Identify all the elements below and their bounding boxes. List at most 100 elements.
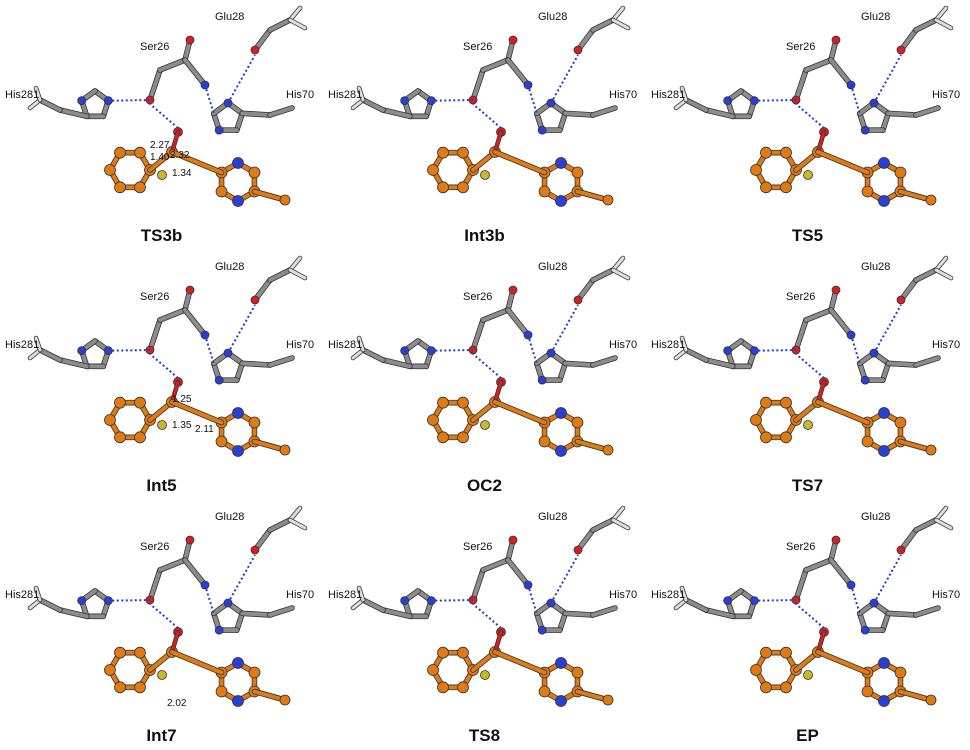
his281-label: His281	[651, 89, 685, 101]
hbond-line	[149, 353, 179, 379]
pyrimidine-atom	[555, 407, 567, 419]
glu28-h	[288, 518, 307, 530]
methyl-carbon	[279, 194, 291, 206]
methyl-carbon	[602, 194, 614, 206]
molecule-group	[350, 255, 631, 457]
glu28-label: Glu28	[538, 11, 567, 23]
ser26-carbonyl-oxygen	[185, 285, 195, 295]
phenyl-carbon	[134, 431, 146, 444]
ser26-label: Ser26	[786, 41, 815, 53]
his281-nitrogen	[749, 96, 759, 106]
glu28-label: Glu28	[215, 11, 244, 23]
molecule-group	[27, 255, 308, 457]
his70-nitrogen	[537, 625, 547, 635]
his281-chain	[38, 348, 62, 362]
ser26-bond	[481, 58, 510, 72]
phenyl-carbon	[750, 164, 762, 176]
glu28-bond	[914, 18, 938, 32]
hbond-line	[850, 584, 861, 614]
his281-chain	[704, 608, 735, 619]
hbond-line	[227, 304, 256, 354]
pyrimidine-atom	[232, 407, 244, 419]
distance-label: 1.25	[172, 394, 192, 405]
hbond-line	[112, 599, 151, 602]
his70-chain	[914, 106, 940, 117]
ser26-bond	[183, 308, 207, 337]
pyrimidine-atom	[248, 666, 261, 679]
hbond-line	[873, 54, 902, 104]
his70-label: His70	[932, 339, 960, 351]
ligand-co-bond	[816, 130, 826, 154]
glu28-bond	[268, 268, 292, 282]
his70-label: His70	[609, 89, 637, 101]
his70-nitrogen	[537, 375, 547, 385]
his70-chain	[886, 611, 918, 617]
glu28-h	[934, 256, 948, 272]
phenyl-carbon	[134, 646, 146, 659]
his281-chain	[704, 358, 735, 369]
his70-chain	[886, 361, 918, 367]
ligand-bridge	[493, 150, 547, 175]
hbond-line	[550, 554, 579, 604]
ligand-bridge	[493, 400, 547, 425]
panel-title: TS3b	[140, 226, 183, 245]
distance-label: 2.32	[170, 150, 190, 161]
his70-bond	[234, 111, 245, 133]
phenyl-carbon	[437, 396, 449, 409]
pyrimidine-atom	[894, 166, 907, 179]
ligand-bridge	[816, 150, 870, 175]
methyl-carbon	[602, 694, 614, 706]
methyl-carbon	[925, 194, 937, 206]
his281-chain	[361, 348, 385, 362]
his281-chain	[684, 348, 708, 362]
his281-h	[680, 86, 688, 102]
phenyl-carbon	[437, 431, 449, 444]
his70-bond	[234, 611, 245, 633]
hbond-line	[758, 599, 797, 602]
his281-label: His281	[5, 89, 39, 101]
ser26-bond	[506, 58, 530, 87]
phenyl-carbon	[780, 396, 792, 409]
ser26-label: Ser26	[140, 41, 169, 53]
his281-nitrogen	[723, 596, 733, 606]
phenyl-carbon	[457, 646, 469, 659]
glu28-label: Glu28	[215, 261, 244, 273]
glu28-bond	[268, 518, 292, 532]
hbond-line	[472, 353, 502, 379]
phenyl-carbon	[760, 681, 772, 694]
ser26-label: Ser26	[786, 541, 815, 553]
phenyl-carbon	[457, 181, 469, 194]
phenyl-carbon	[134, 396, 146, 409]
phenyl-carbon	[780, 146, 792, 159]
glu28-oxygen	[250, 545, 260, 555]
his70-chain	[240, 611, 272, 617]
ser26-label: Ser26	[463, 541, 492, 553]
phenyl-carbon	[750, 664, 762, 676]
glu28-h	[934, 518, 953, 530]
his70-label: His70	[609, 589, 637, 601]
distance-label: 2.02	[167, 698, 187, 709]
phenyl-carbon	[104, 414, 116, 426]
his281-h	[34, 336, 42, 352]
thiazolium-sulfur	[157, 670, 167, 680]
ser26-bond	[481, 558, 510, 572]
ser26-carbonyl-oxygen	[185, 35, 195, 45]
ser26-bond	[183, 58, 207, 87]
ser26-carbonyl-oxygen	[185, 535, 195, 545]
his281-h	[34, 586, 42, 602]
hbond-line	[472, 603, 502, 629]
ser26-carbonyl-oxygen	[831, 285, 841, 295]
his281-nitrogen	[77, 596, 87, 606]
glu28-oxygen	[250, 45, 260, 55]
phenyl-carbon	[134, 146, 146, 159]
phenyl-carbon	[457, 146, 469, 159]
pyrimidine-atom	[878, 157, 890, 169]
hbond-line	[873, 554, 902, 604]
ser26-bond	[829, 58, 853, 87]
ser26-bond	[148, 318, 162, 352]
glu28-h	[934, 268, 953, 280]
phenyl-carbon	[104, 164, 116, 176]
